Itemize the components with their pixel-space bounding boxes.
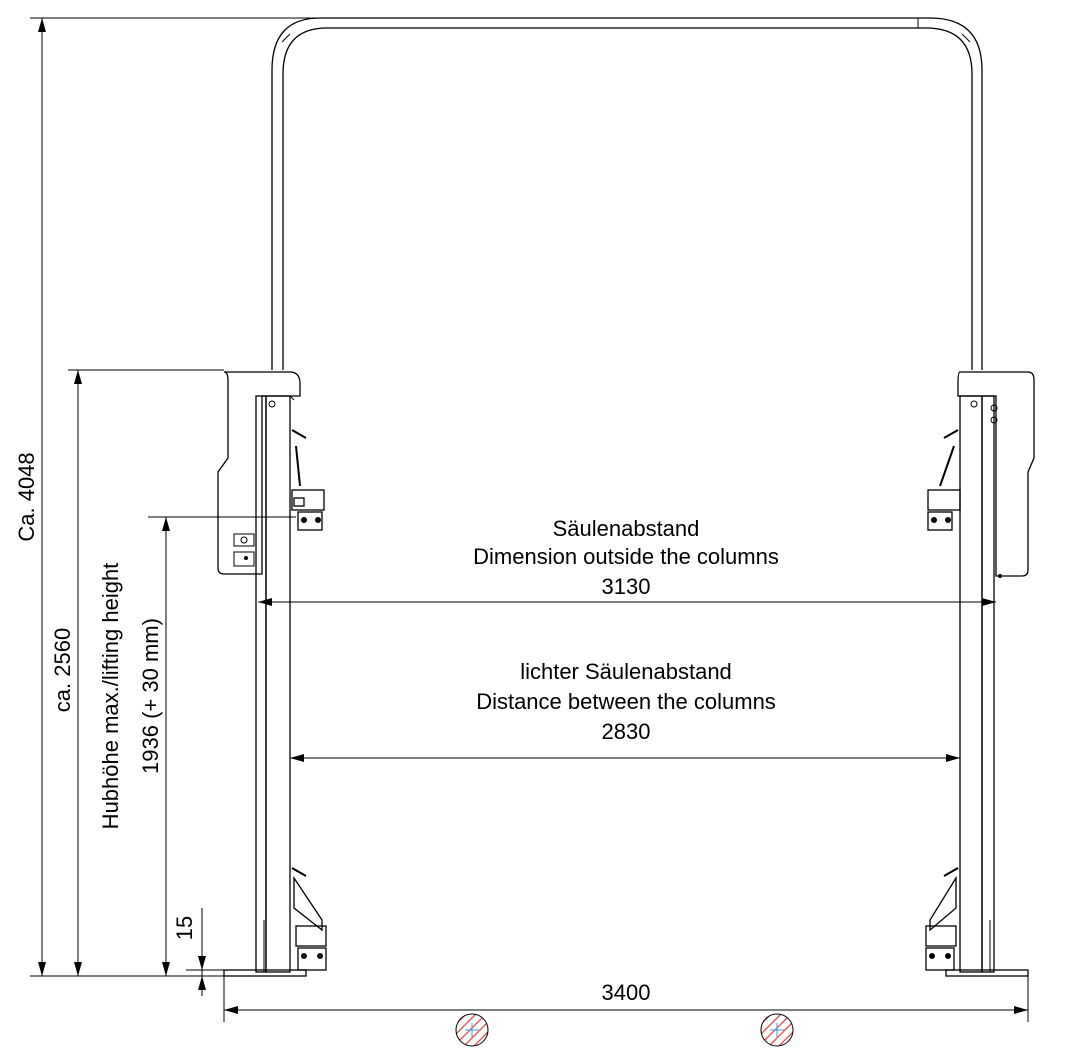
anchor-symbol-left (455, 1013, 489, 1047)
lifting-height-value: 1936 (+ 30 mm) (138, 618, 163, 774)
overall-width-value: 3400 (602, 980, 651, 1005)
left-carriage-upper (291, 429, 325, 531)
right-column (925, 371, 1035, 977)
outside-columns-label-de: Säulenabstand (553, 516, 700, 541)
left-carriage-lower (291, 867, 327, 971)
dim-between-columns: lichter Säulenabstand Distance between t… (290, 659, 960, 762)
anchor-symbol-right (760, 1013, 794, 1047)
column-height-label: ca. 2560 (50, 628, 75, 712)
dim-outside-columns: Säulenabstand Dimension outside the colu… (258, 516, 996, 606)
dim-column-height: ca. 2560 (50, 369, 224, 976)
dim-lifting-height: Hubhöhe max./lifting height 1936 (+ 30 m… (98, 516, 296, 976)
overhead-frame (271, 17, 983, 370)
right-carriage-lower (925, 867, 959, 971)
control-box (233, 533, 255, 567)
between-columns-label-de: lichter Säulenabstand (520, 659, 732, 684)
outside-columns-label-en: Dimension outside the columns (473, 544, 779, 569)
right-carriage-upper (927, 429, 961, 531)
min-height-label: 15 (172, 916, 197, 940)
outside-columns-value: 3130 (602, 574, 651, 599)
between-columns-label-en: Distance between the columns (476, 689, 776, 714)
overall-height-label: Ca. 4048 (14, 452, 39, 541)
left-column (217, 371, 327, 977)
dim-overall-height: Ca. 4048 (14, 17, 320, 977)
dim-min-height: 15 (172, 908, 224, 996)
lifting-height-label: Hubhöhe max./lifting height (98, 563, 123, 830)
dim-overall-width: 3400 (223, 976, 1029, 1022)
between-columns-value: 2830 (602, 719, 651, 744)
